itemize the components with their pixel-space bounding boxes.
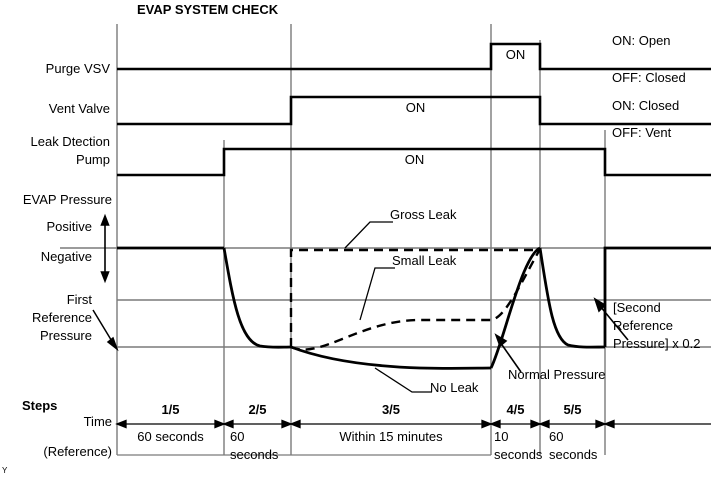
- duration-label-4-line1: 10: [494, 429, 509, 444]
- on-marker-vent-valve: ON: [405, 100, 426, 115]
- step-label-2: 2/5: [248, 402, 267, 417]
- gross-leak-leader: [344, 221, 393, 249]
- annotation-normal-pressure: Normal Pressure: [508, 367, 606, 382]
- vent-valve-trace: [117, 95, 711, 126]
- signal-label-vent-valve: Vent Valve: [48, 101, 110, 116]
- time-axis-arrows: [115, 419, 711, 429]
- corner-mark: Y: [2, 466, 8, 475]
- axis-label-positive: Positive: [46, 219, 92, 234]
- second-reference-pressure-pointer: [593, 297, 629, 341]
- axis-label-first-reference-pressure-line1: First: [66, 292, 92, 307]
- duration-label-2-line1: 60: [230, 429, 245, 444]
- annotation-gross-leak: Gross Leak: [390, 207, 457, 222]
- step-label-4: 4/5: [506, 402, 525, 417]
- small-leak-leader: [359, 267, 395, 321]
- annotation-small-leak: Small Leak: [392, 253, 457, 268]
- table-label-reference: (Reference): [43, 444, 112, 459]
- duration-label-2-line2: seconds: [230, 447, 279, 462]
- duration-label-4-line2: seconds: [494, 447, 543, 462]
- on-marker-leak-pump: ON: [404, 152, 425, 167]
- step-label-1: 1/5: [161, 402, 180, 417]
- first-reference-pressure-pointer: [92, 309, 119, 352]
- duration-label-3: Within 15 minutes: [339, 429, 443, 444]
- table-label-steps: Steps: [22, 398, 58, 413]
- step-label-5: 5/5: [563, 402, 582, 417]
- annotation-no-leak: No Leak: [430, 380, 479, 395]
- axis-label-negative: Negative: [40, 249, 92, 264]
- normal-pressure-pointer: [494, 333, 522, 373]
- no-leak-curve: [117, 246, 711, 370]
- axis-label-evap-pressure: EVAP Pressure: [22, 192, 112, 207]
- annotation-second-reference-pressure-line3: Pressure] x 0.2: [613, 336, 701, 351]
- annotation-second-reference-pressure-line2: Reference: [613, 318, 673, 333]
- leak-detection-pump-trace: [117, 147, 711, 177]
- page-title: EVAP SYSTEM CHECK: [137, 2, 279, 17]
- legend-off-closed: OFF: Closed: [612, 70, 686, 85]
- on-marker-purge-vsv: ON: [505, 47, 526, 62]
- legend-on-closed: ON: Closed: [612, 98, 680, 113]
- axis-label-first-reference-pressure-line3: Pressure: [39, 328, 92, 343]
- gross-leak-curve: [289, 248, 540, 347]
- step-label-3: 3/5: [381, 402, 401, 417]
- signal-label-purge-vsv: Purge VSV: [45, 61, 110, 76]
- duration-label-5-line2: seconds: [549, 447, 598, 462]
- legend-off-vent: OFF: Vent: [612, 125, 672, 140]
- pressure-direction-arrow: [100, 213, 110, 284]
- signal-label-leak-detection-pump-line1: Leak Dtection: [30, 134, 111, 149]
- no-leak-leader: [374, 367, 432, 393]
- annotation-second-reference-pressure-line1: [Second: [613, 300, 661, 315]
- duration-label-5-line1: 60: [549, 429, 564, 444]
- duration-label-1: 60 seconds: [137, 429, 204, 444]
- axis-label-first-reference-pressure-line2: Reference: [32, 310, 92, 325]
- signal-label-leak-detection-pump-line2: Pump: [76, 152, 110, 167]
- purge-vsv-trace: [117, 42, 711, 71]
- table-label-time: Time: [83, 414, 112, 429]
- legend-on-open: ON: Open: [612, 33, 671, 48]
